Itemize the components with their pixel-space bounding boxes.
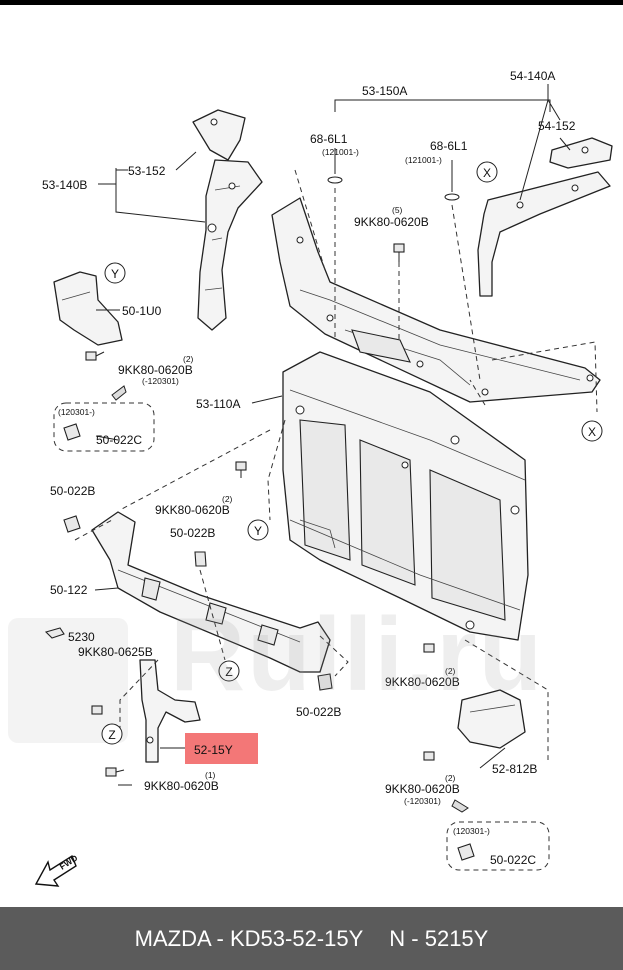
label-52-15y: 52-15Y — [194, 743, 233, 757]
bolt-right — [423, 643, 435, 653]
marker-y-mid-text: Y — [254, 524, 262, 538]
clip-50-022b-mid — [194, 551, 207, 567]
label-9kk-c: 9KK80-0620B — [155, 503, 230, 517]
label-50-1u0: 50-1U0 — [122, 304, 162, 318]
upper-support-member — [271, 197, 601, 403]
clip-left — [63, 423, 81, 441]
label-52-812b: 52-812B — [492, 762, 537, 776]
qty-9kk-b: (2) — [183, 354, 194, 364]
hand-pointer-icon — [44, 627, 65, 639]
note-120301-left: (120301-) — [58, 407, 95, 417]
highlighted-part-box — [185, 733, 258, 764]
marker-y-top: Y — [104, 262, 126, 284]
bolt-mid — [235, 461, 247, 478]
parts-diagram: X X Y Y Z Z FWD 5230 53-150A 54-140A 68-… — [34, 69, 613, 887]
label-9kk-b: 9KK80-0620B — [118, 363, 193, 377]
marker-x-right-text: X — [588, 425, 596, 439]
marker-z-left-text: Z — [108, 728, 115, 742]
label-50-022b-mid: 50-022B — [170, 526, 215, 540]
footer-ref-label: N - 5215Y — [389, 925, 489, 951]
label-5230: 5230 — [68, 630, 95, 644]
note-9kk-b: (-120301) — [142, 376, 179, 386]
marker-z-left: Z — [101, 723, 123, 745]
label-9kk-f: 9KK80-0620B — [385, 782, 460, 796]
clip-50-022b-left — [63, 515, 81, 533]
label-53-140b: 53-140B — [42, 178, 87, 192]
label-50-022b-bottom: 50-022B — [296, 705, 341, 719]
marker-x-right: X — [581, 420, 603, 442]
bracket-52-812b — [457, 689, 526, 749]
note-68-6l1-right: (121001-) — [405, 155, 442, 165]
label-9kk-a: 9KK80-0620B — [354, 215, 429, 229]
ref-5230: 5230 — [44, 627, 95, 644]
clip-50-022b-bottom — [317, 673, 333, 691]
leader-lines — [74, 84, 598, 786]
arrow-left-note — [111, 385, 127, 401]
label-54-140a: 54-140A — [510, 69, 555, 83]
label-53-152: 53-152 — [128, 164, 166, 178]
label-68-6l1-right: 68-6L1 — [430, 139, 468, 153]
label-50-022c-right: 50-022C — [490, 853, 536, 867]
bolt-right-low — [423, 751, 435, 761]
note-box-right — [446, 821, 550, 871]
bolt-bottom-left — [105, 767, 125, 777]
clip-right — [457, 843, 475, 861]
note-9kk-f: (-120301) — [404, 796, 441, 806]
fwd-arrow: FWD — [34, 853, 79, 887]
label-54-152: 54-152 — [538, 119, 576, 133]
note-box-left — [53, 402, 155, 452]
qty-9kk-e: (1) — [205, 770, 216, 780]
marker-y-mid: Y — [247, 519, 269, 541]
qty-9kk-c: (2) — [222, 494, 233, 504]
label-50-122: 50-122 — [50, 583, 88, 597]
marker-x-top-text: X — [483, 166, 491, 180]
label-9kk80-0625b: 9KK80-0625B — [78, 645, 153, 659]
footer-bar: MAZDA - KD53-52-15Y N - 5215Y — [0, 907, 623, 970]
fasteners — [63, 176, 475, 861]
note-120301-right: (120301-) — [453, 826, 490, 836]
watermark-text: Rulli.ru — [170, 597, 545, 713]
arrow-right-note — [451, 799, 469, 813]
label-53-150a: 53-150A — [362, 84, 407, 98]
watermark-logo — [8, 618, 128, 743]
qty-9kk-f: (2) — [445, 773, 456, 783]
right-side-bracket — [477, 137, 613, 297]
label-50-022b-left: 50-022B — [50, 484, 95, 498]
label-53-110a: 53-110A — [196, 397, 240, 411]
qty-9kk-d: (2) — [445, 666, 456, 676]
label-9kk-d: 9KK80-0620B — [385, 675, 460, 689]
bolt-5230 — [91, 705, 103, 715]
marker-z-mid-text: Z — [225, 665, 232, 679]
bracket-52-15y — [139, 659, 201, 763]
bolt-left — [85, 351, 105, 361]
left-side-bracket — [192, 109, 263, 331]
label-9kk-e: 9KK80-0620B — [144, 779, 219, 793]
bumper-reinforcement — [91, 511, 331, 673]
marker-x-top: X — [476, 161, 498, 183]
radiator-support-frame — [282, 351, 529, 641]
label-50-022c-left: 50-022C — [96, 433, 142, 447]
marker-z-mid: Z — [218, 660, 240, 682]
footer-part-label: MAZDA - KD53-52-15Y — [134, 925, 364, 951]
qty-9kk-a: (5) — [392, 205, 403, 215]
bolt-top — [393, 243, 405, 262]
bracket-50-1u0 — [53, 271, 123, 346]
note-68-6l1-left: (121001-) — [322, 147, 359, 157]
marker-y-top-text: Y — [111, 267, 119, 281]
top-border — [0, 0, 623, 5]
label-68-6l1-left: 68-6L1 — [310, 132, 348, 146]
